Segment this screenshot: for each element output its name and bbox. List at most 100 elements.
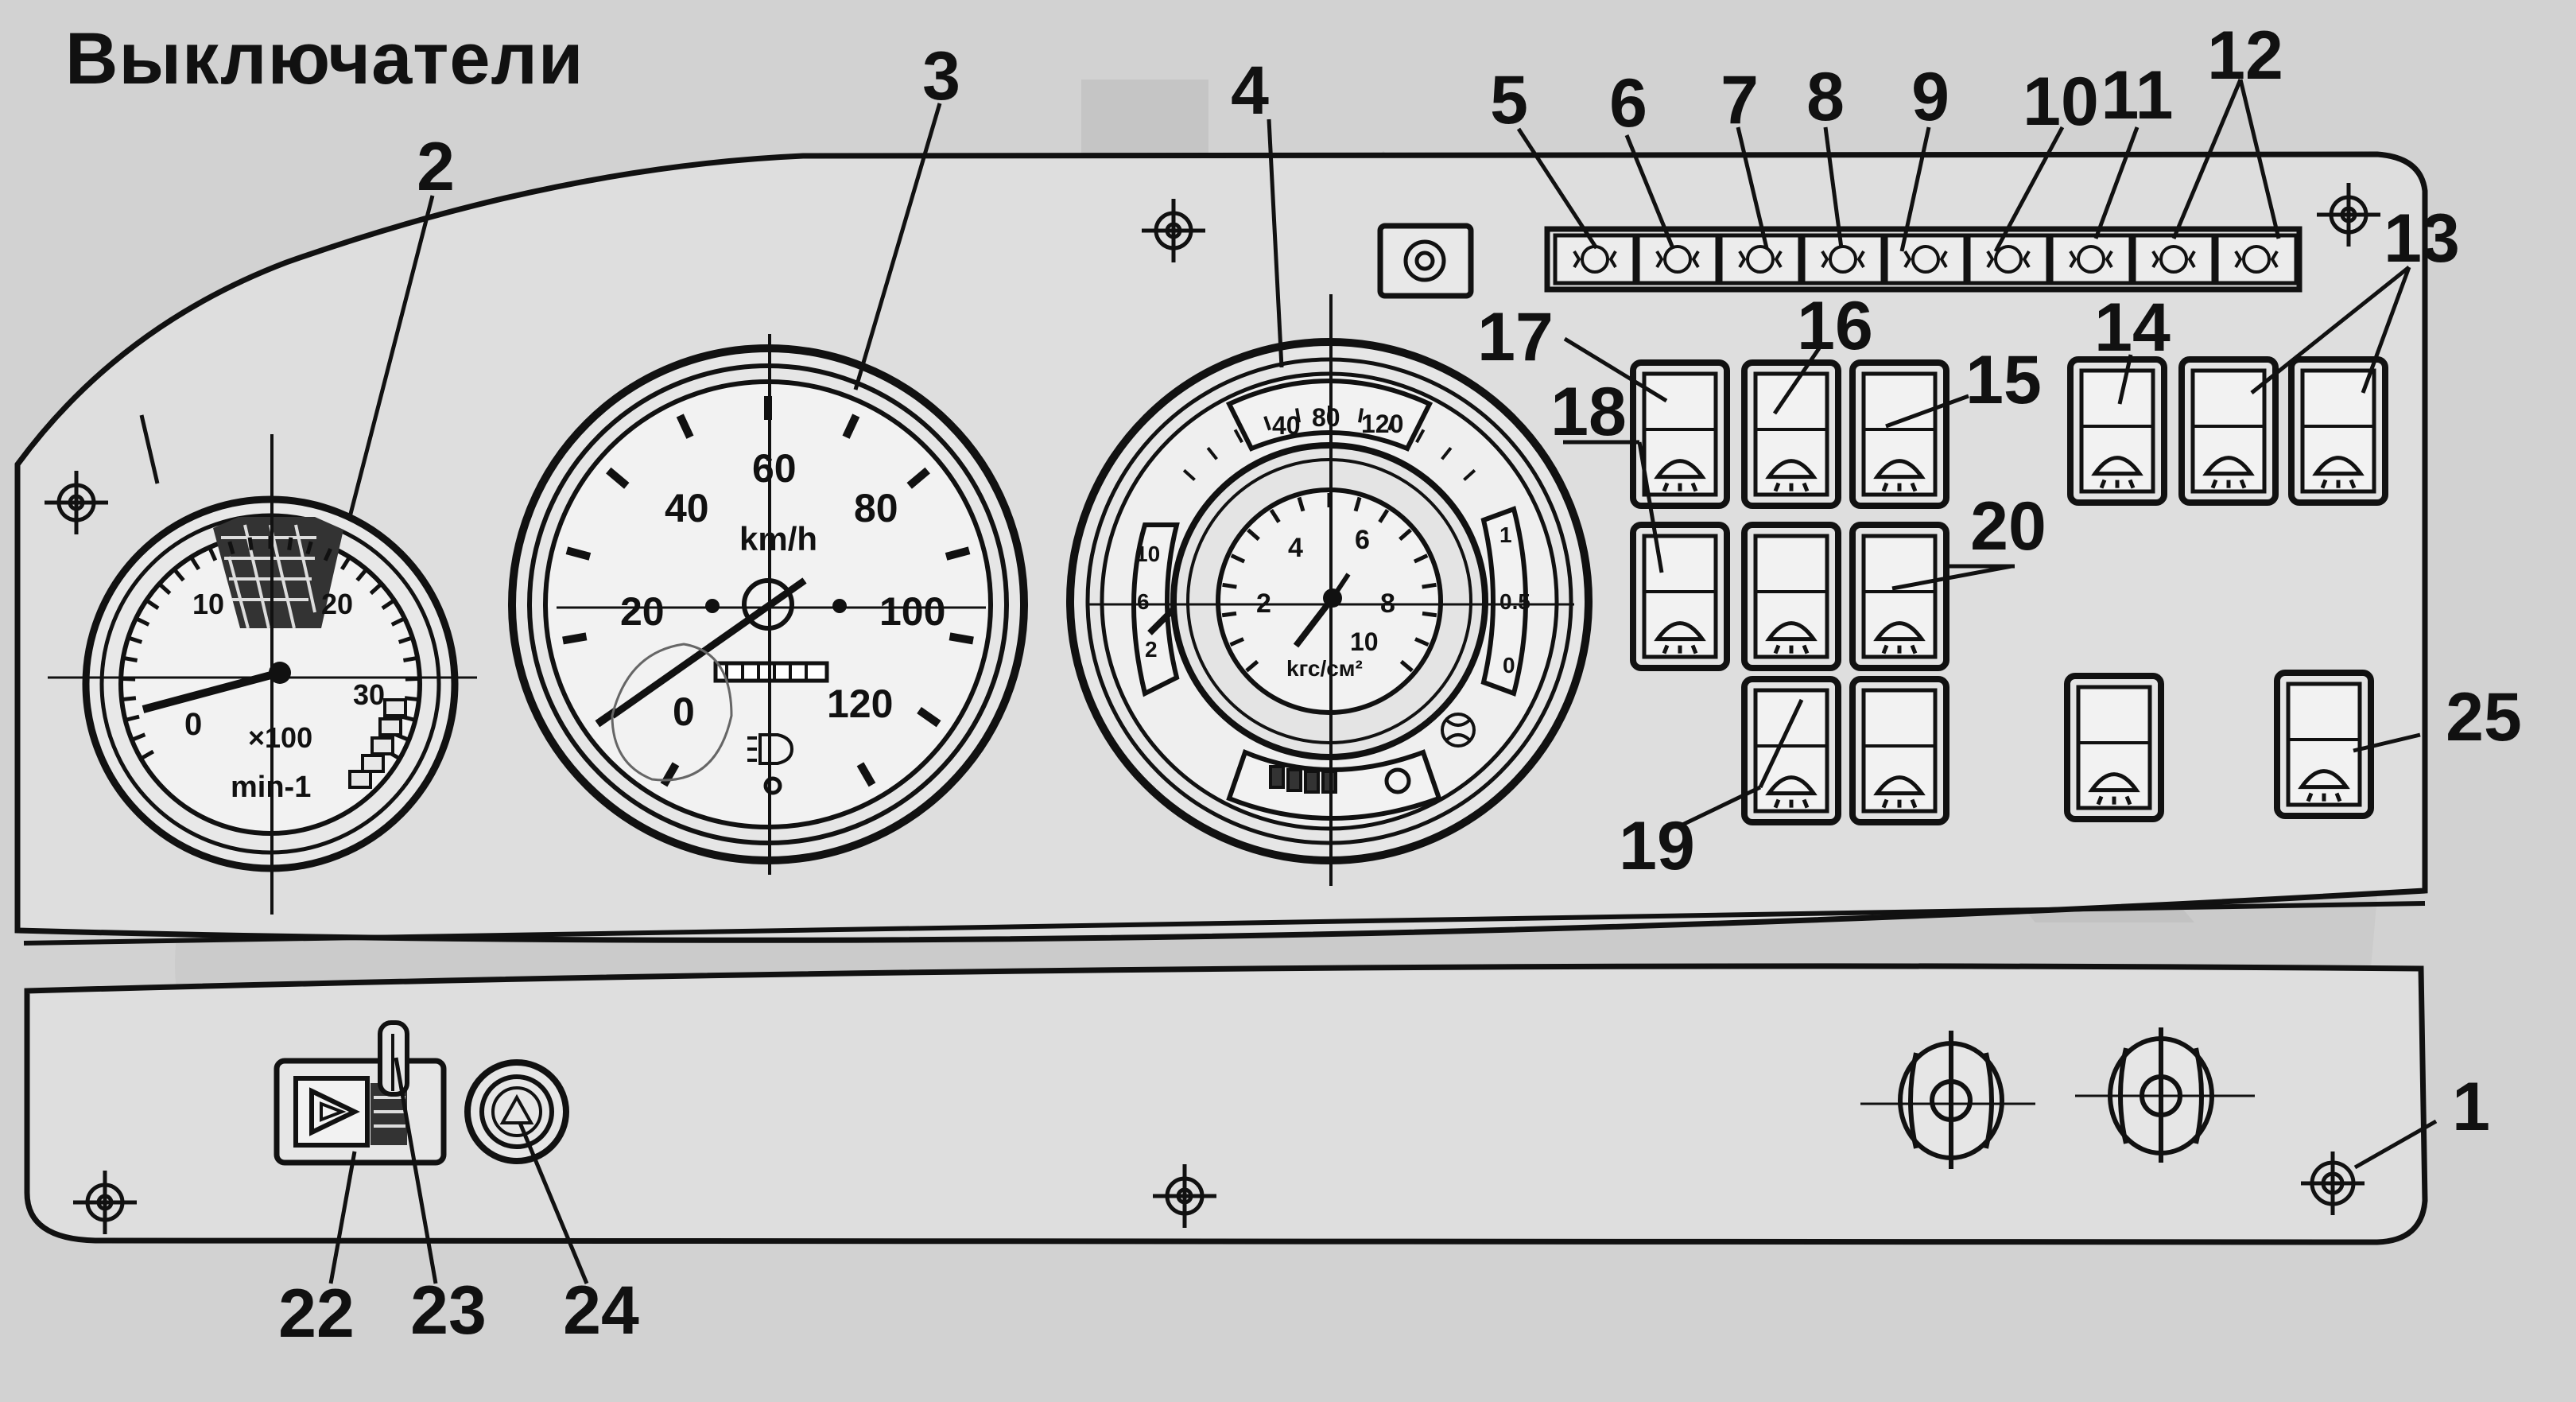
rocker-switch: [2288, 356, 2388, 506]
tick: [565, 546, 592, 561]
switch-key: [2076, 685, 2152, 810]
fuel-filter-icon: [1655, 245, 1700, 274]
callout-18: 18: [1550, 374, 1627, 450]
callout-1: 1: [2452, 1069, 2490, 1145]
icon-shape: [1873, 775, 1926, 796]
tick: [159, 583, 172, 596]
icon-shape: [2159, 245, 2188, 274]
callout-7: 7: [1721, 62, 1759, 138]
speedometer-scale-120: 120: [827, 682, 893, 726]
switch-key: [1861, 371, 1938, 497]
screw: [1153, 1164, 1216, 1228]
callout-15: 15: [1965, 342, 2042, 418]
switch-key: [1642, 534, 1718, 659]
tick: [1245, 659, 1259, 673]
rocker-switch: [1630, 522, 1730, 671]
switch-key: [2286, 682, 2362, 807]
callout-9: 9: [1911, 59, 1949, 135]
icon-shape: [1746, 245, 1775, 274]
switch-key: [1861, 688, 1938, 814]
icon-shape: [1773, 644, 1810, 654]
icon-shape: [1994, 245, 2023, 274]
wiper-front-icon: [1765, 621, 1818, 654]
top-scale-ticks: [1182, 406, 1476, 481]
callout-2: 2: [417, 129, 455, 205]
tick: [381, 599, 394, 611]
top-scale-80: 80: [1312, 403, 1340, 432]
oil-level-icon: [1903, 245, 1948, 274]
tick: [1182, 468, 1196, 481]
switch-key: [2079, 368, 2155, 494]
callout-24: 24: [563, 1272, 639, 1349]
callout-19: 19: [1619, 808, 1695, 884]
tick: [227, 541, 235, 555]
tachometer-scale-10: 10: [192, 588, 224, 620]
icon-shape: [1654, 459, 1706, 480]
rocker-switch: [1741, 676, 1841, 825]
callout-4: 4: [1231, 52, 1269, 129]
icon-shape: [1765, 459, 1818, 480]
icon-shape: [1911, 245, 1940, 274]
top-scale-40: 40: [1272, 411, 1301, 440]
icon-shape: [1773, 798, 1810, 809]
callout-8: 8: [1806, 59, 1845, 135]
speedometer-needle: [610, 577, 807, 719]
tick: [917, 706, 941, 728]
icon-shape: [1655, 250, 1700, 269]
speedometer-unit: km/h: [739, 520, 817, 557]
tick: [305, 541, 313, 555]
callout-25: 25: [2446, 679, 2522, 755]
screw: [2317, 183, 2380, 247]
callout-13: 13: [2384, 200, 2460, 277]
rocker-switch: [1741, 522, 1841, 671]
rocker-switch: [1849, 522, 1949, 671]
callout-12: 12: [2207, 17, 2283, 94]
rear-heater-icon: [1873, 459, 1926, 492]
tick: [124, 656, 138, 662]
tick: [1399, 528, 1412, 542]
screw: [73, 1171, 137, 1234]
tick: [1378, 508, 1390, 523]
icon-shape: [2069, 250, 2113, 269]
callout-10: 10: [2023, 64, 2099, 140]
dome-light-icon: [2312, 456, 2365, 489]
warning-lamp: [1966, 233, 2050, 285]
tick: [1422, 582, 1437, 589]
pressure-unit: kгс/см²: [1286, 656, 1363, 681]
fan-icon: [1873, 775, 1926, 809]
lamp-frame: [1884, 233, 1968, 285]
tick: [369, 583, 382, 596]
rocker-switch: [1630, 359, 1730, 509]
tick: [660, 762, 680, 787]
icon-shape: [1986, 250, 2031, 269]
alarm-button: [464, 1059, 569, 1164]
icon-shape: [1881, 482, 1918, 492]
tick: [1422, 611, 1437, 618]
tick: [1233, 429, 1243, 444]
lamp-frame: [1801, 233, 1885, 285]
dashboard-lower-edge: [23, 901, 2426, 946]
icon-shape: [1773, 482, 1810, 492]
icon-shape: [2312, 456, 2365, 476]
icon-shape: [2099, 479, 2136, 489]
lamp-frame: [1718, 233, 1802, 285]
speedometer-scale-20: 20: [620, 589, 665, 634]
icon-shape: [1881, 644, 1918, 654]
tick: [339, 557, 351, 571]
switch-group: [1630, 356, 2388, 825]
icon-shape: [2088, 772, 2140, 793]
seat-heater-icon: [2091, 456, 2143, 489]
top-scale-120: 120: [1361, 410, 1403, 438]
screw: [45, 471, 108, 534]
tick: [323, 548, 332, 561]
tick: [129, 636, 143, 644]
icon-shape: [1662, 644, 1698, 654]
left-scale-2: 2: [1145, 637, 1158, 662]
tick: [132, 732, 146, 741]
icon-shape: [2298, 769, 2350, 790]
screw: [2301, 1152, 2365, 1215]
rocker-switch: [1849, 676, 1949, 825]
icon-shape: [1573, 250, 1617, 269]
ignition-lamp: [1377, 223, 1474, 299]
tick: [562, 632, 588, 645]
